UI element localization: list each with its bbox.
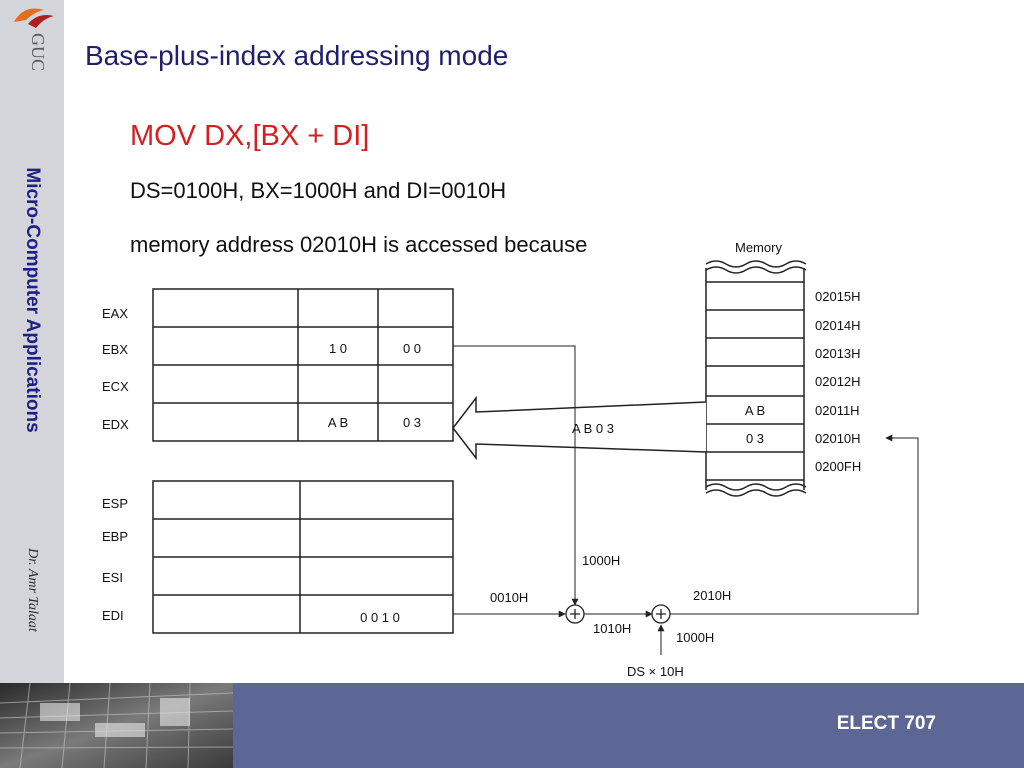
ebx-high-value: 1 0 — [329, 341, 347, 356]
edi-value: 0 0 1 0 — [360, 610, 400, 625]
register-ebp-label: EBP — [102, 529, 128, 544]
memory-address: 02011H — [815, 403, 860, 418]
register-esi-label: ESI — [102, 570, 123, 585]
memory-address: 0200FH — [815, 459, 861, 474]
edx-high-value: A B — [328, 415, 348, 430]
explanation-text: memory address 02010H is accessed becaus… — [130, 232, 588, 257]
register-ebx-label: EBX — [102, 342, 128, 357]
memory-label: Memory — [735, 240, 782, 255]
chip-photo — [0, 683, 233, 768]
memory-block — [705, 260, 807, 497]
memory-address: 02010H — [815, 431, 861, 446]
instruction-text: MOV DX,[BX + DI] — [130, 120, 370, 152]
memory-02010h-value: 0 3 — [746, 431, 764, 446]
slide-title: Base-plus-index addressing mode — [85, 40, 509, 71]
di-value-label: 0010H — [490, 590, 528, 605]
register-edi-label: EDI — [102, 608, 124, 623]
bx-path — [453, 345, 579, 606]
edx-low-value: 0 3 — [403, 415, 421, 430]
ds-value-label: 1000H — [676, 630, 714, 645]
address-path — [670, 434, 919, 615]
bx-value-label: 1000H — [582, 553, 620, 568]
logo-text: GUC — [28, 33, 48, 71]
data-transfer-arrow — [452, 395, 707, 461]
sum1-label: 1010H — [593, 621, 631, 636]
ds-label: DS × 10H — [627, 664, 684, 679]
sum2-label: 2010H — [693, 588, 731, 603]
course-code: ELECT 707 — [836, 713, 936, 734]
memory-02011h-value: A B — [745, 403, 765, 418]
adder-1-icon — [565, 604, 585, 624]
footer: ELECT 707 — [0, 683, 1024, 768]
register-esp-label: ESP — [102, 496, 128, 511]
adder-2-icon — [651, 604, 671, 624]
memory-address: 02013H — [815, 346, 861, 361]
register-values-text: DS=0100H, BX=1000H and DI=0010H — [130, 178, 507, 203]
register-block-top — [152, 288, 454, 442]
guc-logo: GUC — [14, 8, 54, 71]
register-eax-label: EAX — [102, 306, 128, 321]
register-edx-label: EDX — [102, 417, 129, 432]
memory-address: 02014H — [815, 318, 861, 333]
memory-address: 02015H — [815, 289, 861, 304]
register-block-bottom — [152, 480, 454, 634]
register-ecx-label: ECX — [102, 379, 129, 394]
ebx-low-value: 0 0 — [403, 341, 421, 356]
arrow-data-label: A B 0 3 — [572, 421, 614, 436]
sidebar: GUC Micro-Computer Applications Dr. Amr … — [0, 0, 64, 683]
memory-address: 02012H — [815, 374, 861, 389]
addressing-diagram: EAX EBX ECX EDX 1 0 0 0 A B 0 3 ESP EBP … — [102, 240, 919, 655]
